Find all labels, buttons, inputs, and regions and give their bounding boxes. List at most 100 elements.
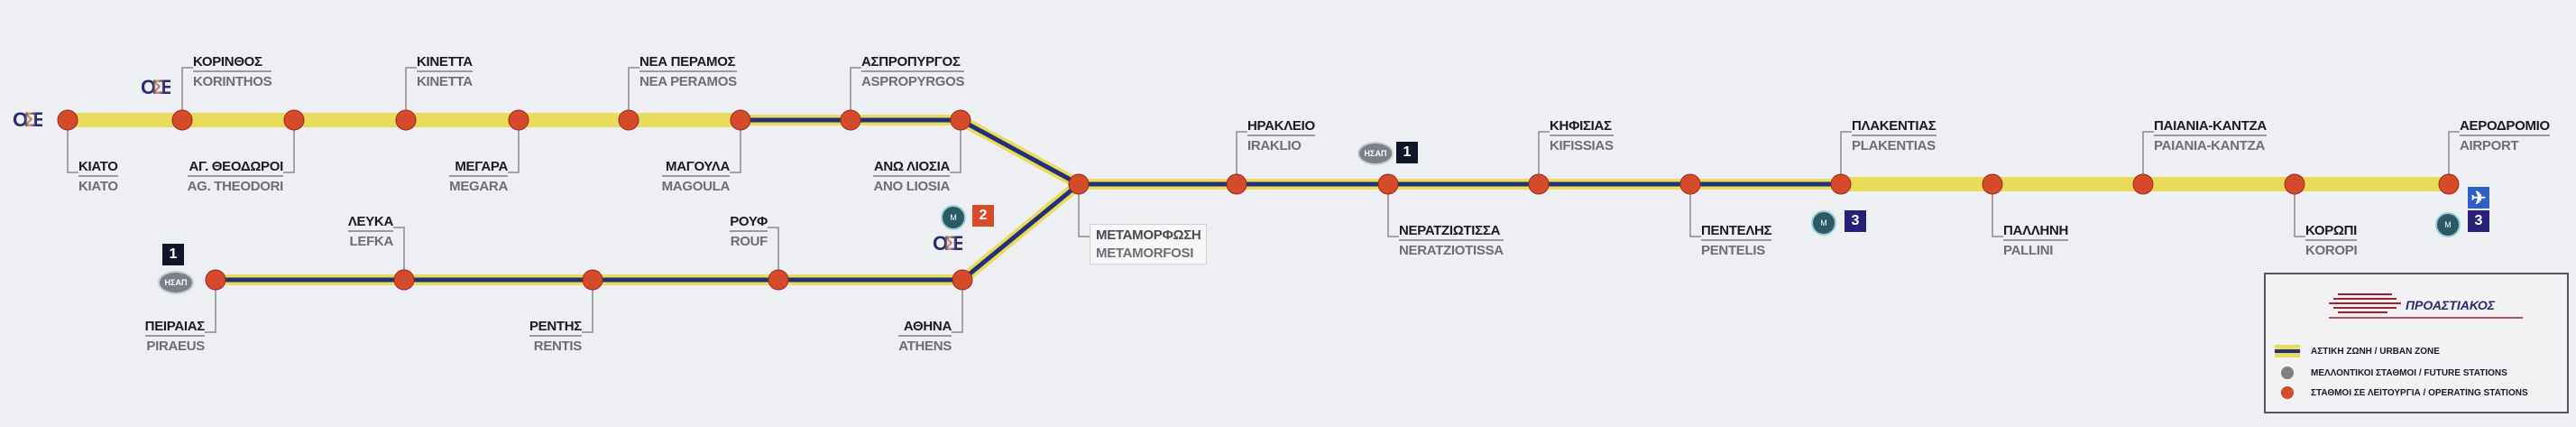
leader-line [2448,131,2460,184]
airport-plane-icon: ✈ [2468,187,2489,209]
station-name-greek: ΛΕΥΚΑ [347,215,393,232]
leader-line [730,120,741,173]
station-name-latin: PALLINI [2003,243,2054,258]
line-1-badge: 1 [1396,142,1418,163]
leader-line [950,120,961,173]
station-name-greek: ΑΕΡΟΔΡΟΜΙΟ [2460,119,2550,136]
station-label: ΡΕΝΤΗΣ RENTIS [529,320,582,353]
station-name-latin: PENTELIS [1701,243,1765,258]
station-dot [950,109,971,131]
station-dot [1830,173,1852,195]
station-name-greek: ΡΕΝΤΗΣ [529,320,582,337]
ose-logo-icon: ΟΣΕ [13,108,46,131]
station-name-latin: ATHENS [898,339,952,354]
ose-logo-icon: ΟΣΕ [141,76,174,98]
station-name-latin: IRAKLIO [1247,138,1302,153]
leader-line [283,120,295,173]
station-dot [171,109,193,131]
leader-line [1236,131,1247,184]
station-name-greek: ΑΝΩ ΛΙΟΣΙΑ [873,160,950,177]
station-label: ΚΟΡΩΠΙ KOROPI [2305,224,2358,258]
station-dot [2284,173,2305,195]
legend: ΠΡΟΑΣΤΙΑΚΟΣ ΑΣΤΙΚΗ ΖΩΝΗ / URBAN ZONE ΜΕΛ… [2264,273,2569,413]
proastiakos-logo: ΠΡΟΑΣΤΙΑΚΟΣ [2329,285,2527,321]
station-name-greek: ΚΗΦΙΣΙΑΣ [1550,119,1614,136]
hsap-logo-icon: ΗΣΑΠ [1357,142,1394,165]
station-label: ΠΛΑΚΕΝΤΙΑΣ PLAKENTIAS [1852,119,1937,153]
leader-line [1538,131,1550,184]
station-dot [1982,173,2003,195]
station-name-latin: RENTIS [533,339,583,354]
metro-logo-icon: Μ [941,205,966,230]
ose-logo-icon: ΟΣΕ [933,232,966,255]
station-name-latin: KIFISSIAS [1550,138,1614,153]
station-name-greek: ΠΛΑΚΕΝΤΙΑΣ [1852,119,1937,136]
line-3-badge: 3 [1845,210,1866,232]
legend-operating-stations-label: ΣΤΑΘΜΟΙ ΣΕ ΛΕΙΤΟΥΡΓΙΑ / OPERATING STATIO… [2311,387,2528,398]
leader-line [393,227,405,280]
station-label: ΛΕΥΚΑ LEFKA [347,215,394,249]
station-name-greek: ΝΕΑ ΠΕΡΑΜΟΣ [639,55,737,72]
station-name-greek: ΗΡΑΚΛΕΙΟ [1247,119,1315,136]
station-name-latin: MAGOULA [661,179,731,194]
station-name-latin: PLAKENTIAS [1852,138,1936,153]
station-name-latin: PIRAEUS [146,339,205,354]
leader-line [2294,184,2305,237]
station-name-latin: METAMORFOSI [1096,246,1194,261]
station-dot [1377,173,1399,195]
station-name-latin: KIATO [78,179,118,194]
station-name-greek: ΚΟΡΩΠΙ [2305,224,2358,241]
leader-line [1840,131,1852,184]
legend-urban-zone-label: ΑΣΤΙΚΗ ΖΩΝΗ / URBAN ZONE [2311,346,2440,357]
station-dot [395,109,417,131]
station-name-greek: ΡΟΥΦ [730,215,768,232]
leader-line [1689,184,1701,237]
line-3-badge: 3 [2468,210,2489,232]
station-label: ΝΕΑ ΠΕΡΑΜΟΣ NEA PERAMOS [639,55,737,88]
station-label: ΡΟΥΦ ROUF [730,215,768,248]
station-name-latin: ASPROPYRGOS [861,74,965,89]
leader-line [850,67,861,120]
station-name-greek: ΠΑΛΛΗΝΗ [2003,224,2068,241]
leader-line [67,120,78,173]
station-name-latin: AIRPORT [2460,138,2519,153]
station-dot [393,269,415,291]
station-dot [730,109,751,131]
station-dot [618,109,639,131]
station-dot [768,269,789,291]
station-name-greek: ΜΕΓΑΡΑ [449,160,508,177]
leader-line [1078,184,1090,237]
station-dot [952,269,973,291]
leader-line [508,120,520,173]
leader-line [628,67,639,120]
station-name-greek: ΠΑΙΑΝΙΑ-ΚΑΝΤΖΑ [2154,119,2267,136]
leader-line [405,67,417,120]
hsap-logo-icon: ΗΣΑΠ [158,271,194,294]
station-name-greek: ΠΕΙΡΑΙΑΣ [144,320,205,337]
station-name-latin: PAIANIA-KANTZA [2154,138,2266,153]
legend-future-stations: ΜΕΛΛΟΝΤΙΚΟΙ ΣΤΑΘΜΟΙ / FUTURE STATIONS [2275,367,2507,379]
station-label: ΑΕΡΟΔΡΟΜΙΟ AIRPORT [2460,119,2550,153]
station-name-latin: ROUF [730,234,768,249]
station-label: ΠΑΙΑΝΙΑ-ΚΑΝΤΖΑ PAIANIA-KANTZA [2154,119,2267,153]
leader-line [582,280,593,333]
station-name-greek: ΑΘΗΝΑ [898,320,952,337]
station-name-latin: NEA PERAMOS [639,74,737,89]
station-dot [508,109,529,131]
station-dot [1068,173,1090,195]
station-dot [840,109,861,131]
station-dot [2132,173,2154,195]
station-name-latin: KOROPI [2305,243,2358,258]
station-name-greek: ΚΟΡΙΝΘΟΣ [193,55,272,72]
station-label: ΑΘΗΝΑ ATHENS [898,320,952,353]
station-name-latin: LEFKA [349,234,394,249]
station-name-greek: ΚΙΝΕΤΤΑ [417,55,473,72]
station-name-latin: AG. THEODORI [187,179,284,194]
station-label: ΗΡΑΚΛΕΙΟ IRAKLIO [1247,119,1315,153]
